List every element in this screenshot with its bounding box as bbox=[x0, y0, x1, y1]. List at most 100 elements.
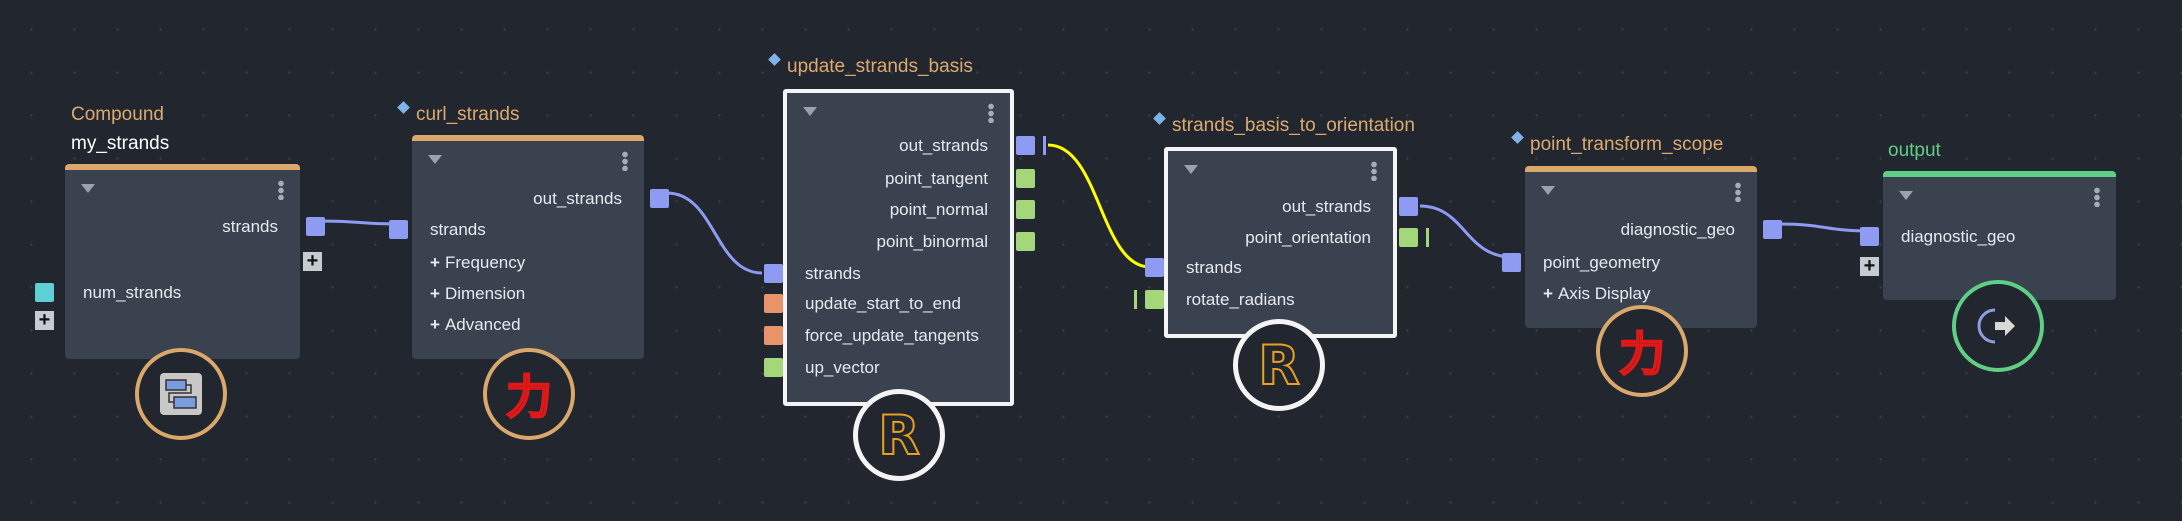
output-port-point-orientation[interactable] bbox=[1399, 228, 1418, 247]
diamond-icon bbox=[1511, 131, 1524, 144]
output-port-point-binormal[interactable] bbox=[1016, 232, 1035, 251]
add-output-button[interactable]: + bbox=[303, 251, 322, 271]
output-port-out-strands[interactable] bbox=[1016, 136, 1035, 155]
output-port-strands[interactable] bbox=[306, 217, 325, 236]
kebab-menu-icon[interactable] bbox=[1371, 161, 1377, 181]
port-label: up_vector bbox=[805, 358, 880, 377]
input-port-up-vector[interactable] bbox=[764, 358, 783, 377]
compound-icon bbox=[135, 348, 227, 440]
output-row: point_binormal bbox=[787, 229, 1035, 255]
node-my-strands[interactable]: strands num_strands + + bbox=[35, 164, 325, 359]
kebab-menu-icon[interactable] bbox=[2094, 187, 2100, 207]
group-axis-display[interactable]: +Axis Display bbox=[1525, 281, 1757, 307]
collapse-triangle-icon[interactable] bbox=[81, 184, 95, 193]
expand-plus-icon: + bbox=[430, 284, 440, 303]
node-title-text: strands_basis_to_orientation bbox=[1172, 115, 1415, 136]
kanji-chikara-icon: 力 bbox=[1596, 305, 1688, 397]
add-input-button[interactable]: + bbox=[35, 310, 54, 330]
output-row: out_strands bbox=[1168, 194, 1418, 220]
port-label: out_strands bbox=[899, 136, 988, 155]
add-input-button[interactable]: + bbox=[1860, 256, 1879, 276]
node-strands-basis-to-orientation[interactable]: out_strands point_orientation strands ro… bbox=[1134, 147, 1429, 338]
port-label: force_update_tangents bbox=[805, 326, 979, 345]
icon-glyph: R bbox=[1257, 333, 1301, 398]
input-port-strands[interactable] bbox=[764, 264, 783, 283]
input-port-rotate-radians[interactable] bbox=[1145, 290, 1164, 309]
port-label: out_strands bbox=[533, 189, 622, 208]
node-update-strands-basis[interactable]: out_strands point_tangent point_normal p… bbox=[764, 89, 1046, 406]
connection-tick bbox=[1134, 290, 1137, 309]
collapse-triangle-icon[interactable] bbox=[428, 155, 442, 164]
collapse-triangle-icon[interactable] bbox=[803, 107, 817, 116]
port-label: point_geometry bbox=[1543, 253, 1661, 272]
input-row: update_start_to_end bbox=[764, 291, 1010, 317]
node-title-point-transform-scope[interactable]: point_transform_scope bbox=[1511, 131, 1724, 156]
input-row: point_geometry bbox=[1502, 250, 1757, 276]
node-title-text: update_strands_basis bbox=[787, 56, 973, 77]
input-row: diagnostic_geo bbox=[1860, 224, 2116, 250]
node-title-update-strands-basis[interactable]: update_strands_basis bbox=[768, 53, 973, 78]
kebab-menu-icon[interactable] bbox=[278, 180, 284, 200]
input-row: up_vector bbox=[764, 355, 1010, 381]
group-frequency[interactable]: +Frequency bbox=[412, 250, 644, 276]
port-label: out_strands bbox=[1282, 197, 1371, 216]
port-label: strands bbox=[430, 220, 486, 239]
collapse-triangle-icon[interactable] bbox=[1184, 165, 1198, 174]
port-label: num_strands bbox=[83, 283, 182, 302]
input-row: force_update_tangents bbox=[764, 323, 1010, 349]
input-row: rotate_radians bbox=[1134, 287, 1393, 313]
node-title-text: curl_strands bbox=[416, 104, 520, 125]
output-port-out-strands[interactable] bbox=[650, 189, 669, 208]
node-type-label: Compound bbox=[71, 104, 164, 125]
port-label: rotate_radians bbox=[1186, 290, 1295, 309]
port-label: diagnostic_geo bbox=[1620, 220, 1735, 239]
kanji-chikara-icon: 力 bbox=[483, 348, 575, 440]
port-label: point_tangent bbox=[884, 169, 988, 188]
expand-plus-icon: + bbox=[1543, 284, 1553, 303]
wire-curl-to-update bbox=[666, 191, 763, 275]
group-dimension[interactable]: +Dimension bbox=[412, 281, 644, 307]
port-label: point_normal bbox=[889, 200, 988, 219]
input-port-diagnostic-geo[interactable] bbox=[1860, 227, 1879, 246]
node-point-transform-scope[interactable]: diagnostic_geo point_geometry +Axis Disp… bbox=[1502, 166, 1782, 328]
output-row: diagnostic_geo bbox=[1525, 217, 1782, 243]
output-port-diagnostic-geo[interactable] bbox=[1763, 220, 1782, 239]
input-port-num-strands[interactable] bbox=[35, 283, 54, 302]
collapse-triangle-icon[interactable] bbox=[1541, 186, 1555, 195]
wire-update-to-orientation bbox=[1047, 143, 1151, 269]
diamond-icon bbox=[1153, 112, 1166, 125]
input-port-update-start-to-end[interactable] bbox=[764, 294, 783, 313]
output-arrow-icon bbox=[1952, 280, 2044, 372]
input-row: num_strands bbox=[35, 280, 300, 306]
wire-orientation-to-scope bbox=[1419, 204, 1513, 259]
group-label: Dimension bbox=[444, 284, 526, 303]
connection-tick bbox=[1426, 228, 1429, 247]
diamond-icon bbox=[768, 53, 781, 66]
output-row: point_orientation bbox=[1168, 225, 1429, 251]
node-title-curl-strands[interactable]: curl_strands bbox=[397, 101, 520, 126]
output-port-point-normal[interactable] bbox=[1016, 200, 1035, 219]
kebab-menu-icon[interactable] bbox=[988, 103, 994, 123]
output-port-out-strands[interactable] bbox=[1399, 197, 1418, 216]
icon-glyph: 力 bbox=[1618, 327, 1666, 381]
kebab-menu-icon[interactable] bbox=[1735, 182, 1741, 202]
node-title-strands-basis-to-orientation[interactable]: strands_basis_to_orientation bbox=[1153, 112, 1415, 137]
node-title-my-strands[interactable]: my_strands bbox=[71, 133, 170, 154]
input-port-strands[interactable] bbox=[389, 220, 408, 239]
port-label: strands bbox=[222, 217, 278, 236]
node-output[interactable]: diagnostic_geo + bbox=[1860, 171, 2116, 300]
output-port-point-tangent[interactable] bbox=[1016, 169, 1035, 188]
input-port-strands[interactable] bbox=[1145, 258, 1164, 277]
collapse-triangle-icon[interactable] bbox=[1899, 191, 1913, 200]
node-curl-strands[interactable]: out_strands strands +Frequency +Dimensio… bbox=[389, 135, 669, 359]
node-title-text: point_transform_scope bbox=[1530, 134, 1724, 155]
input-port-force-update-tangents[interactable] bbox=[764, 326, 783, 345]
port-label: point_orientation bbox=[1245, 228, 1371, 247]
input-port-point-geometry[interactable] bbox=[1502, 253, 1521, 272]
node-title-output[interactable]: output bbox=[1888, 140, 1941, 161]
output-row: out_strands bbox=[787, 133, 1046, 159]
kebab-menu-icon[interactable] bbox=[622, 151, 628, 171]
r-logo-icon: R bbox=[853, 389, 945, 481]
group-advanced[interactable]: +Advanced bbox=[412, 312, 644, 338]
output-row: point_tangent bbox=[787, 166, 1035, 192]
